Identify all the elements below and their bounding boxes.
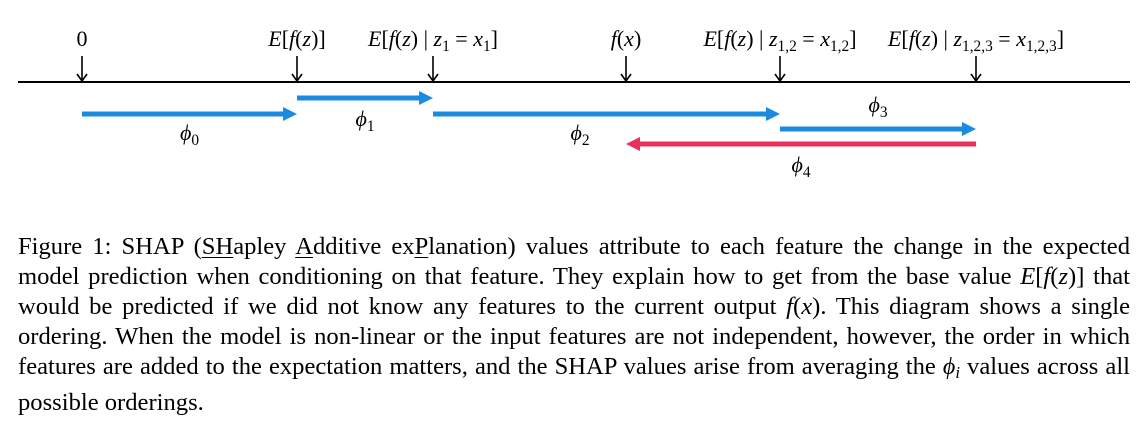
phi-2-label: ϕ2​ bbox=[570, 120, 589, 149]
phi-0-label: ϕ0​ bbox=[180, 120, 199, 149]
tick-layer: 0 E[f(z)] E[f(z) | z1​ = x1​] f(x) E[f(z) | … bbox=[76, 26, 1064, 83]
tick-zero-label: 0 bbox=[77, 26, 88, 51]
tick-cond-12-label: E[f(z) | z1,2​ = x1,2​] bbox=[702, 26, 856, 55]
shap-diagram: 0 E[f(z)] E[f(z) | z1​ = x1​] f(x) E[f(z) | … bbox=[18, 26, 1130, 181]
tick-fx: f(x) bbox=[611, 26, 642, 83]
tick-expected: E[f(z)] bbox=[267, 26, 326, 83]
phi-2-arrow: ϕ2​ bbox=[433, 107, 780, 149]
tick-cond-123-label: E[f(z) | z1,2,3​ = x1,2,3​] bbox=[887, 26, 1064, 55]
figure-caption: Figure 1: SHAP (SHapley Additive exPlana… bbox=[18, 233, 1130, 417]
tick-cond-1: E[f(z) | z1​ = x1​] bbox=[367, 26, 498, 83]
phi-3-label: ϕ3​ bbox=[868, 92, 887, 121]
math-base-value: E[f(z)] bbox=[1020, 263, 1085, 290]
tick-cond-123: E[f(z) | z1,2,3​ = x1,2,3​] bbox=[887, 26, 1064, 83]
tick-zero: 0 bbox=[76, 26, 88, 83]
math-phi-i: ϕi bbox=[942, 354, 960, 383]
math-current-output: f(x) bbox=[786, 293, 821, 320]
phi-1-arrow: ϕ1​ bbox=[297, 91, 433, 135]
phi-3-arrow: ϕ3​ bbox=[780, 92, 976, 136]
tick-cond-1-label: E[f(z) | z1​ = x1​] bbox=[367, 26, 498, 55]
phi-4-label: ϕ4​ bbox=[791, 152, 810, 181]
tick-cond-12: E[f(z) | z1,2​ = x1,2​] bbox=[702, 26, 857, 83]
tick-fx-label: f(x) bbox=[611, 26, 642, 51]
phi-4-arrow: ϕ4​ bbox=[626, 137, 976, 181]
attribution-arrows: ϕ0​ ϕ1​ ϕ2​ ϕ3​ ϕ4​ bbox=[82, 91, 976, 181]
phi-0-arrow: ϕ0​ bbox=[82, 107, 297, 149]
phi-1-label: ϕ1​ bbox=[355, 106, 374, 135]
tick-expected-label: E[f(z)] bbox=[267, 26, 325, 51]
figure-label: Figure 1: bbox=[18, 233, 112, 260]
